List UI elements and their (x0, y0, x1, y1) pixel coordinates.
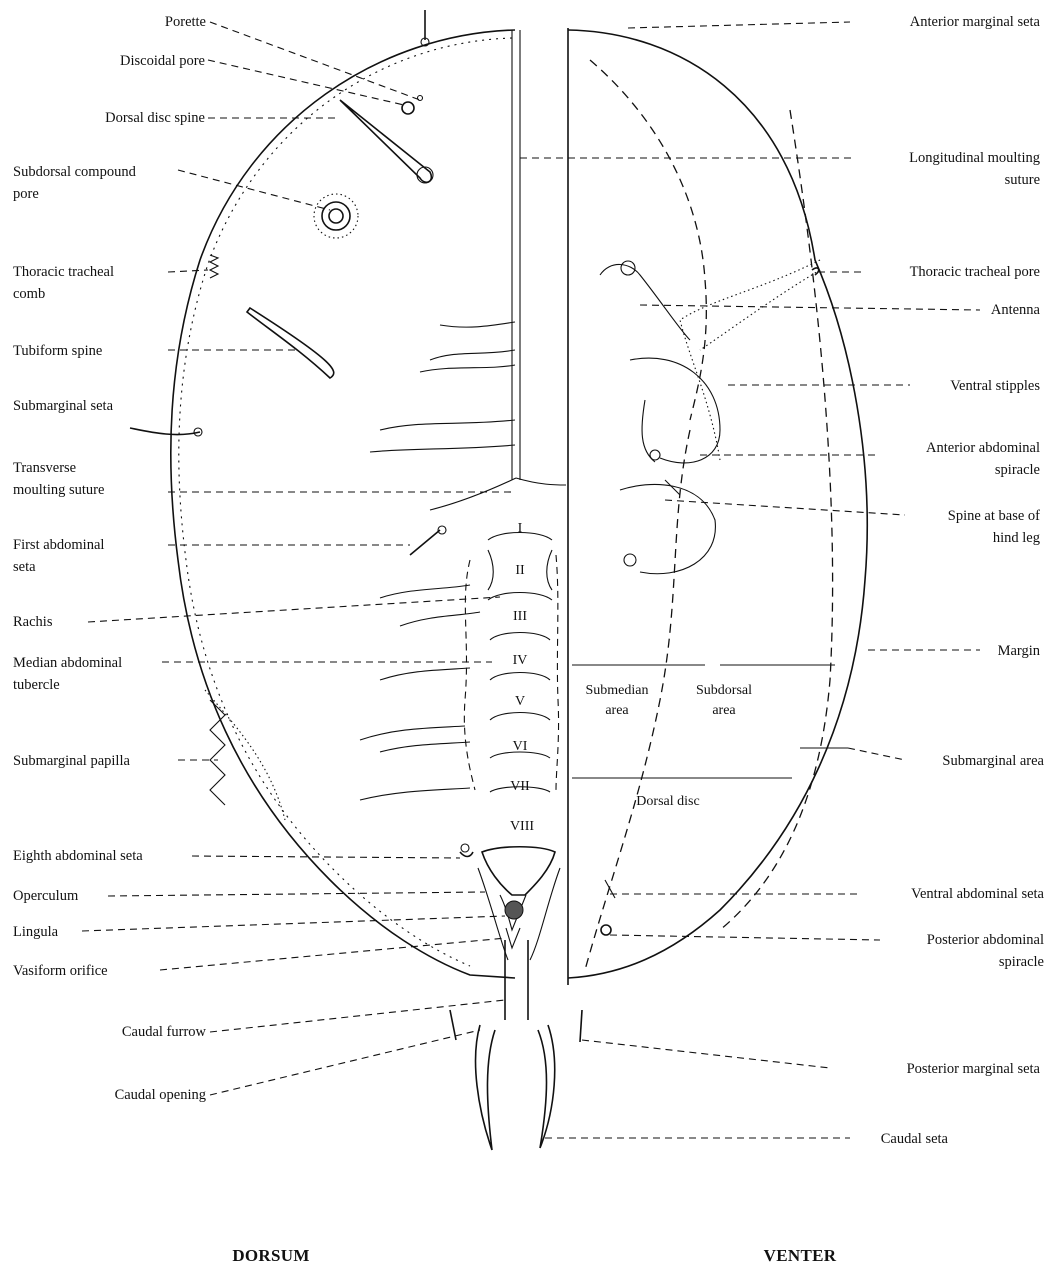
label-submarginal-area: Submarginal area (942, 753, 1044, 769)
longitudinal-moulting-suture (512, 28, 568, 985)
label-dorsal-disc-spine: Dorsal disc spine (105, 110, 205, 126)
dorsal-structures (130, 10, 473, 857)
area-labels: Submedian area Subdorsal area Dorsal dis… (586, 683, 753, 809)
label-posterior-marginal-seta: Posterior marginal seta (907, 1061, 1041, 1077)
vasiform-orifice-group (478, 847, 560, 1020)
label-subdorsal-compound-pore-2: pore (13, 186, 39, 202)
label-margin: Margin (998, 643, 1041, 659)
dorsum-serration (179, 38, 512, 966)
segment-1: I (518, 521, 523, 536)
label-transverse-moulting-suture-2: moulting suture (13, 482, 104, 498)
segment-7: VII (510, 779, 530, 794)
label-median-abdominal-tubercle-2: tubercle (13, 677, 60, 693)
venter-margin (568, 30, 867, 978)
label-thoracic-tracheal-pore: Thoracic tracheal pore (910, 264, 1040, 280)
label-thoracic-tracheal-comb-2: comb (13, 286, 45, 302)
label-transverse-moulting-suture-1: Transverse (13, 460, 76, 476)
caption-venter: VENTER (764, 1246, 837, 1265)
label-caudal-furrow: Caudal furrow (122, 1024, 207, 1040)
label-tubiform-spine: Tubiform spine (13, 343, 102, 359)
label-posterior-abdominal-spiracle-2: spiracle (999, 954, 1044, 970)
label-median-abdominal-tubercle-1: Median abdominal (13, 655, 122, 671)
label-subdorsal-area-1: Subdorsal (696, 683, 752, 698)
label-anterior-abdominal-spiracle-2: spiracle (995, 462, 1040, 478)
label-caudal-opening: Caudal opening (115, 1087, 206, 1103)
caudal-setae (450, 1010, 582, 1150)
area-arrows (572, 665, 848, 778)
label-thoracic-tracheal-comb-1: Thoracic tracheal (13, 264, 114, 280)
label-ventral-abdominal-seta: Ventral abdominal seta (911, 886, 1044, 902)
label-caudal-seta: Caudal seta (881, 1131, 949, 1147)
segment-8: VIII (510, 819, 534, 834)
label-anterior-marginal-seta: Anterior marginal seta (910, 14, 1041, 30)
label-dorsal-disc: Dorsal disc (636, 794, 699, 809)
caption-dorsum: DORSUM (232, 1246, 309, 1265)
label-ventral-stipples: Ventral stipples (950, 378, 1040, 394)
label-submedian-area-1: Submedian (586, 683, 649, 698)
label-anterior-abdominal-spiracle-1: Anterior abdominal (926, 440, 1040, 456)
view-captions: DORSUM VENTER (232, 1246, 836, 1265)
label-porette: Porette (165, 14, 206, 30)
label-subdorsal-compound-pore-1: Subdorsal compound (13, 164, 137, 180)
label-submedian-area-2: area (605, 703, 629, 718)
label-operculum: Operculum (13, 888, 79, 904)
label-rachis: Rachis (13, 614, 53, 630)
label-discoidal-pore: Discoidal pore (120, 53, 205, 69)
label-first-abdominal-seta-2: seta (13, 559, 36, 575)
label-posterior-abdominal-spiracle-1: Posterior abdominal (927, 932, 1044, 948)
label-spine-at-base-of-hind-leg-2: hind leg (993, 530, 1040, 546)
segment-3: III (513, 609, 527, 624)
label-lingula: Lingula (13, 924, 59, 940)
label-first-abdominal-seta-1: First abdominal (13, 537, 104, 553)
segment-4: IV (513, 653, 528, 668)
label-longitudinal-moulting-suture-1: Longitudinal moulting (909, 150, 1040, 166)
label-submarginal-seta: Submarginal seta (13, 398, 114, 414)
dorsum-margin (171, 30, 515, 978)
label-vasiform-orifice: Vasiform orifice (13, 963, 108, 979)
label-subdorsal-area-2: area (712, 703, 736, 718)
label-spine-at-base-of-hind-leg-1: Spine at base of (948, 508, 1040, 524)
segment-2: II (515, 563, 525, 578)
segment-6: VI (513, 739, 528, 754)
labels-right: Anterior marginal seta Longitudinal moul… (881, 14, 1045, 1147)
transverse-moulting-suture (430, 478, 566, 510)
ventral-structures (585, 60, 833, 970)
body-outline (171, 30, 867, 978)
label-eighth-abdominal-seta: Eighth abdominal seta (13, 848, 143, 864)
leader-lines (82, 22, 980, 1138)
label-longitudinal-moulting-suture-2: suture (1005, 172, 1040, 188)
label-submarginal-papilla: Submarginal papilla (13, 753, 130, 769)
segment-5: V (515, 694, 525, 709)
label-antenna: Antenna (991, 302, 1041, 318)
